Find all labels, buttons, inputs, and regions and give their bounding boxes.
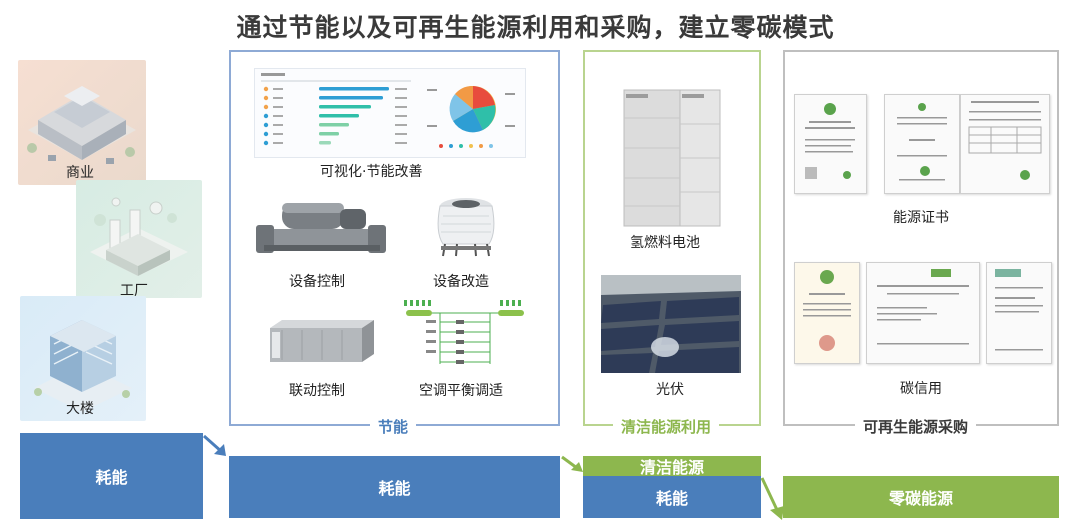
ac-balance-label: 空调平衡调适 [419,383,503,399]
factory-label: 工厂 [120,283,148,298]
equipment-control-label: 设备控制 [289,274,345,290]
certificate-seal-icon-2 [897,103,947,181]
chiller-icon [256,203,386,253]
energy-saving-section-label: 节能 [370,416,417,437]
pv-label: 光伏 [656,382,684,398]
carbon-credit-doc-icon [877,269,969,345]
clean-energy-section-label: 清洁能源利用 [613,416,720,437]
energy-certificate-label: 能源证书 [893,210,949,226]
carbon-credit-image-3 [986,262,1052,364]
carbon-credit-image-2 [866,262,980,364]
carbon-credit-label: 碳信用 [900,381,942,397]
energy-consumption-bar-2: 耗能 [229,456,560,518]
equipment-retrofit-label: 设备改造 [433,274,489,290]
energy-certificate-image [794,94,867,194]
linked-control-label: 联动控制 [289,383,345,399]
building-tile: 大楼 [20,296,146,421]
clean-energy-bar: 清洁能源 [583,456,761,477]
pie-chart-icon [427,85,515,148]
factory-tile: 工厂 [76,180,202,298]
factory-illustration-icon [90,197,188,276]
arrow-icon [203,434,226,456]
air-handling-unit-icon [270,320,374,362]
renewable-purchase-section-label: 可再生能源采购 [855,416,977,437]
hvac-balance-diagram-icon [404,300,524,364]
carbon-credit-climate-icon [995,269,1043,351]
energy-consumption-bar-1: 耗能 [20,433,203,519]
visualization-label: 可视化·节能改善 [320,164,423,180]
energy-consumption-bar-3: 耗能 [583,476,761,518]
carbon-credit-image [794,262,860,364]
commercial-tile: 商业 [18,60,146,185]
fuel-cell-label: 氢燃料电池 [630,235,700,251]
certificate-seal-icon [805,103,855,179]
zero-carbon-energy-bar: 零碳能源 [783,476,1059,518]
cooling-tower-icon [437,198,495,257]
page-title: 通过节能以及可再生能源利用和采购，建立零碳模式 [236,13,835,42]
fuel-cell-cabinet-icon [623,89,721,227]
energy-certificate-image-2 [884,94,960,194]
dashboard-table-icon [261,73,411,146]
dashboard-thumbnail [254,68,526,158]
building-label: 大楼 [66,401,94,417]
office-building-icon [34,320,132,412]
commercial-label: 商业 [66,165,94,181]
certificate-table-icon [968,101,1042,180]
arrow-icon-3 [760,477,784,520]
arrow-icon-2 [561,455,583,472]
mall-illustration-icon [27,86,136,164]
energy-certificate-image-3 [960,94,1050,194]
carbon-credit-seal-icon [803,270,851,351]
solar-panel-photo-icon [601,275,741,373]
